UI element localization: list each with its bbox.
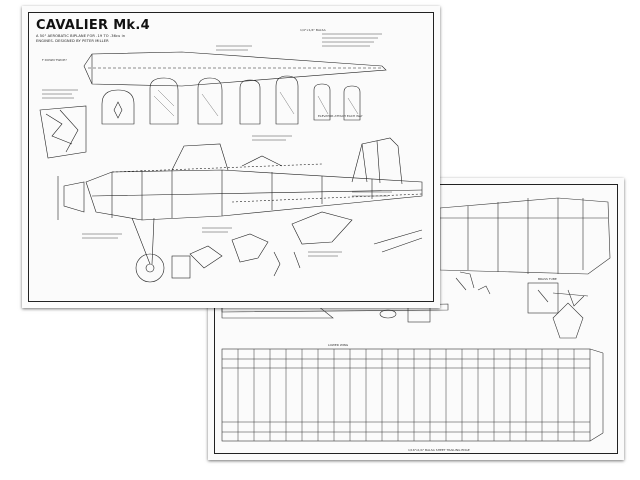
fuselage-plan-sheet: CAVALIER Mk.4 A 50" AEROBATIC BIPLANE FO… xyxy=(22,6,440,308)
lower-wing-note: LOWER WING xyxy=(328,343,349,347)
fuselage-plan-border xyxy=(28,12,434,302)
note-mid-right: ELEVATOR ATTACH EACH WAY xyxy=(318,114,363,118)
plan-subtitle-1: A 50" AEROBATIC BIPLANE FOR .19 TO .36cu… xyxy=(36,34,126,38)
wing-trailing-edge-note: 1/16"x1/4" BALSA SHEET TRAILING EDGE xyxy=(408,448,470,452)
note-top-right: 1/4"×1/4" BALSA xyxy=(300,28,326,32)
note-top-left: F DOWN TWICE? xyxy=(42,58,67,62)
wing-plan-drawing: 1/16"x1/4" BALSA SHEET TRAILING EDGE BRA… xyxy=(221,197,611,452)
plan-title: CAVALIER Mk.4 xyxy=(36,18,150,33)
fuselage-plan-drawing xyxy=(39,33,423,283)
plan-subtitle-2: ENGINES. DESIGNED BY PETER MILLER xyxy=(36,39,109,43)
tube-note: BRASS TUBE xyxy=(538,277,557,281)
